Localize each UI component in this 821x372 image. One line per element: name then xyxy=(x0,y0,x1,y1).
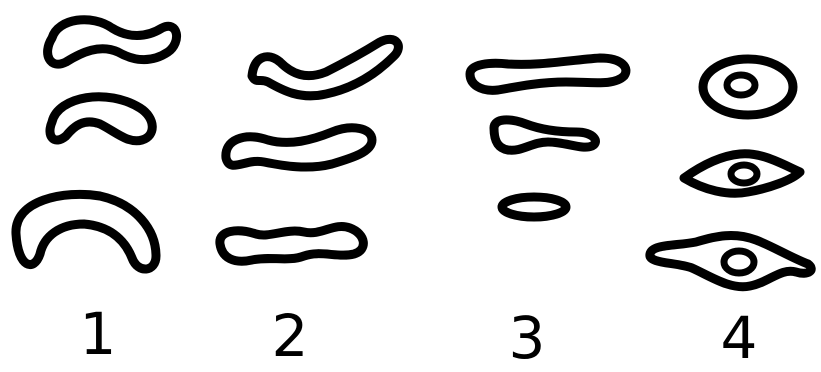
column-2-shape-bottom xyxy=(220,226,364,261)
column-3-label: 3 xyxy=(509,304,546,372)
column-1-shape-middle xyxy=(50,97,152,141)
column-3-group: 3 xyxy=(470,58,626,372)
column-2-shape-middle xyxy=(226,128,372,167)
column-4-nucleus-top xyxy=(727,75,755,95)
column-1-shape-bottom xyxy=(16,194,156,269)
column-3-shape-top xyxy=(470,58,626,90)
column-4-nucleus-bottom xyxy=(724,251,754,273)
column-2-group: 2 xyxy=(220,39,399,370)
column-3-shape-middle xyxy=(494,120,595,150)
column-4-group: 4 xyxy=(650,59,811,372)
column-1-shape-top xyxy=(48,20,177,64)
column-1-group: 1 xyxy=(16,20,177,368)
column-2-label: 2 xyxy=(272,302,309,370)
column-1-label: 1 xyxy=(80,300,117,368)
column-4-nucleus-middle xyxy=(731,165,757,183)
column-3-shape-bottom xyxy=(502,197,566,217)
column-4-label: 4 xyxy=(721,304,758,372)
column-2-shape-top xyxy=(252,39,398,95)
